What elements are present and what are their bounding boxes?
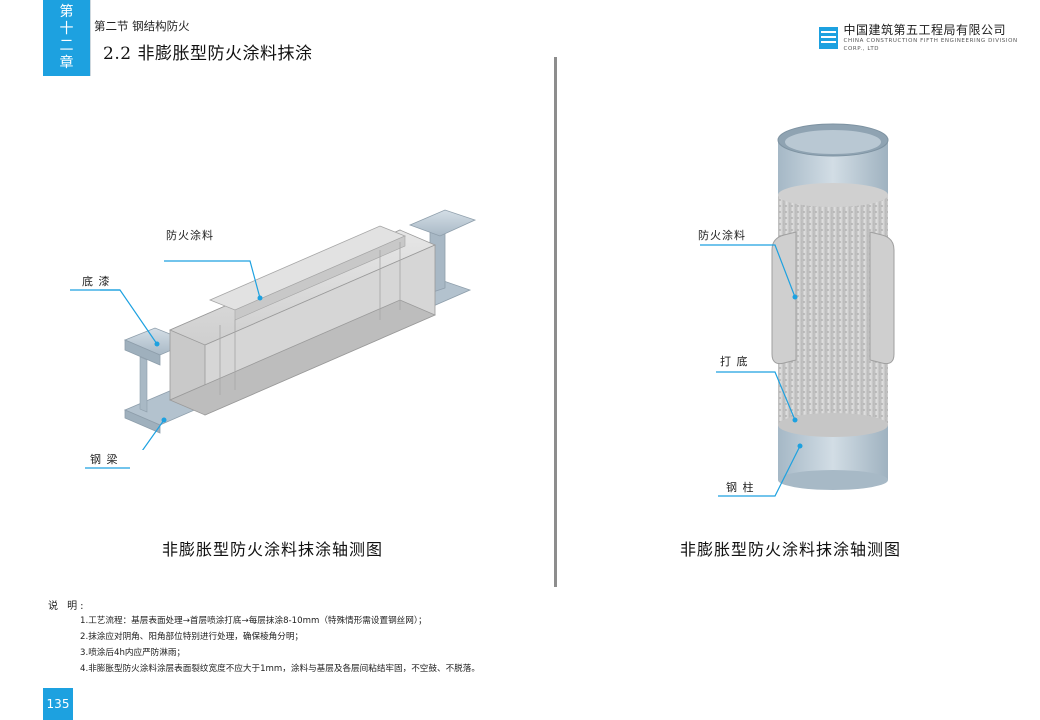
center-divider bbox=[554, 57, 557, 587]
chapter-char: 第 bbox=[59, 4, 74, 20]
note-item: 3.喷涂后4h内应严防淋雨； bbox=[80, 648, 186, 658]
chapter-char: 十 bbox=[59, 21, 74, 37]
callout-column: 钢 柱 bbox=[726, 481, 755, 494]
left-leader-extensions bbox=[70, 289, 130, 469]
callout-coating-left: 防火涂料 bbox=[166, 229, 214, 242]
header-rule bbox=[90, 0, 91, 76]
notes-list: 1.工艺流程：基层表面处理→首层喷涂打底→每层抹涂8-10mm（特殊情形需设置钢… bbox=[80, 613, 480, 677]
chapter-char: 二 bbox=[59, 38, 74, 54]
note-item: 4.非膨胀型防火涂料涂层表面裂纹宽度不应大于1mm，涂料与基层及各层间粘结牢固，… bbox=[80, 664, 480, 674]
callout-coating-right: 防火涂料 bbox=[698, 229, 746, 242]
chapter-char: 章 bbox=[59, 55, 74, 71]
section-label: 第二节 钢结构防火 bbox=[94, 19, 190, 33]
company-name-cn: 中国建筑第五工程局有限公司 bbox=[843, 23, 1007, 37]
chapter-tab: 第 十 二 章 bbox=[43, 0, 90, 76]
beam-illustration bbox=[100, 209, 477, 450]
page-number: 135 bbox=[43, 688, 73, 720]
page-title: 2.2 非膨胀型防火涂料抹涂 bbox=[103, 44, 313, 64]
logo-mark-icon bbox=[819, 27, 838, 49]
callout-base: 打 底 bbox=[720, 355, 749, 368]
notes-title: 说 明: bbox=[48, 601, 87, 612]
callout-beam: 钢 梁 bbox=[90, 453, 119, 466]
right-figure-caption: 非膨胀型防火涂料抹涂轴测图 bbox=[680, 540, 902, 559]
company-name-en: CHINA CONSTRUCTION FIFTH ENGINEERING DIV… bbox=[843, 38, 1018, 52]
note-item: 1.工艺流程：基层表面处理→首层喷涂打底→每层抹涂8-10mm（特殊情形需设置钢… bbox=[80, 616, 427, 626]
left-figure-caption: 非膨胀型防火涂料抹涂轴测图 bbox=[162, 540, 384, 559]
callout-primer: 底 漆 bbox=[82, 275, 111, 288]
company-logo: 中国建筑第五工程局有限公司 CHINA CONSTRUCTION FIFTH E… bbox=[819, 23, 1040, 53]
column-illustration bbox=[700, 123, 895, 497]
note-item: 2.抹涂应对阴角、阳角部位特别进行处理，确保棱角分明； bbox=[80, 632, 304, 642]
